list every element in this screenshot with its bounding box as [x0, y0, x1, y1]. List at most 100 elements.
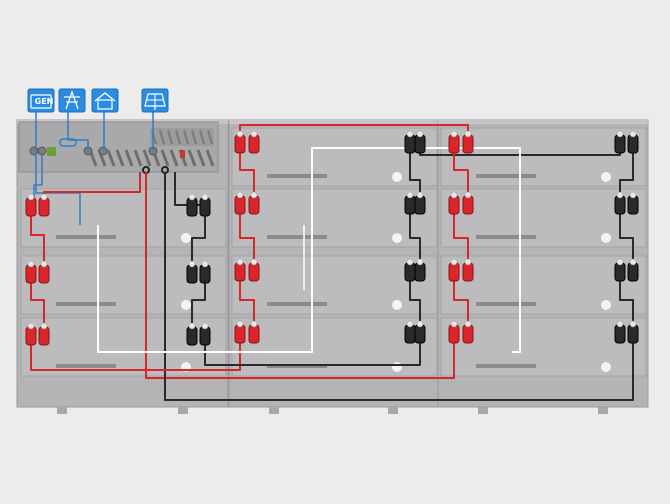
negative-terminal [614, 324, 626, 344]
positive-terminal [234, 262, 246, 282]
negative-terminal [627, 262, 639, 282]
negative-terminal [614, 262, 626, 282]
terminal-cap [201, 260, 209, 268]
battery-module [440, 317, 647, 377]
vent-slot [199, 129, 205, 145]
module-power-button [601, 233, 611, 243]
negative-terminal [414, 195, 426, 215]
inverter-port [37, 146, 47, 156]
terminal-cap [464, 258, 472, 266]
series-link [453, 205, 469, 268]
bms-cable [33, 155, 43, 200]
module-indicator-strip [267, 302, 327, 306]
vent-slot [167, 129, 173, 145]
positive-terminal [248, 195, 260, 215]
module-power-button [392, 300, 402, 310]
negative-terminal [186, 326, 198, 346]
series-link [204, 330, 421, 366]
module-power-button [392, 362, 402, 372]
generator-glyph [30, 94, 52, 109]
main-positive-cable [145, 172, 455, 379]
vent-slot [169, 149, 179, 167]
positive-terminal [38, 197, 50, 217]
module-indicator-strip [476, 302, 536, 306]
terminal-cap [201, 193, 209, 201]
terminal-cap [406, 130, 414, 138]
home-glyph [94, 92, 116, 102]
series-link [239, 268, 255, 330]
cabinet-foot [478, 407, 488, 414]
negative-terminal [614, 134, 626, 154]
negative-terminal [186, 197, 198, 217]
terminal-cap [629, 258, 637, 266]
cabinet-foot [269, 407, 279, 414]
cabinet-foot [388, 407, 398, 414]
battery-module [440, 255, 647, 315]
terminal-cap [416, 258, 424, 266]
negative-terminal [186, 264, 198, 284]
terminal-cap [236, 130, 244, 138]
positive-terminal [248, 134, 260, 154]
vent-slot [124, 149, 134, 167]
inverter-vent-block [150, 128, 214, 146]
terminal-cap [616, 130, 624, 138]
module-indicator-strip [56, 364, 116, 368]
series-link [409, 205, 421, 268]
module-power-button [601, 172, 611, 182]
vent-slot [191, 129, 197, 145]
terminal-cap [27, 322, 35, 330]
module-power-button [392, 172, 402, 182]
vent-slot [133, 149, 143, 167]
home-glyph [97, 99, 113, 110]
battery-module [440, 188, 647, 248]
module-power-button [181, 300, 191, 310]
negative-terminal [404, 195, 416, 215]
terminal-cap [40, 322, 48, 330]
terminal-cap [629, 130, 637, 138]
positive-terminal [234, 195, 246, 215]
positive-terminal [448, 195, 460, 215]
module-power-button [392, 233, 402, 243]
series-link [30, 268, 45, 330]
series-link [453, 138, 469, 205]
terminal-cap [416, 191, 424, 199]
terminal-cap [236, 191, 244, 199]
vent-slot [115, 149, 125, 167]
module-power-button [181, 233, 191, 243]
module-indicator-strip [476, 364, 536, 368]
module-power-button [601, 362, 611, 372]
positive-terminal [38, 264, 50, 284]
battery-module [440, 127, 647, 187]
generator-label: GEN [34, 97, 54, 106]
vent-slot [183, 129, 189, 145]
vent-slot [159, 129, 165, 145]
terminal-cap [250, 191, 258, 199]
series-link [30, 205, 45, 265]
terminal-cap [450, 320, 458, 328]
negative-terminal [414, 324, 426, 344]
battery-module [231, 317, 438, 377]
vent-slot [196, 149, 206, 167]
terminal-cap [616, 258, 624, 266]
positive-terminal [248, 324, 260, 344]
module-indicator-strip [476, 235, 536, 239]
series-link [239, 205, 255, 268]
terminal-cap [450, 130, 458, 138]
terminal-cap [188, 322, 196, 330]
vent-slot [160, 149, 170, 167]
inverter-switch [180, 150, 185, 158]
cabinet-top-strip [438, 120, 648, 124]
vent-slot [106, 149, 116, 167]
positive-terminal [234, 324, 246, 344]
battery-module [231, 255, 438, 315]
series-link [191, 268, 206, 330]
positive-terminal [462, 324, 474, 344]
terminal-cap [464, 191, 472, 199]
positive-terminal [248, 262, 260, 282]
cabinet-foot [57, 407, 67, 414]
grid-cable [67, 110, 89, 150]
series-link [409, 268, 421, 330]
positive-terminal [25, 197, 37, 217]
